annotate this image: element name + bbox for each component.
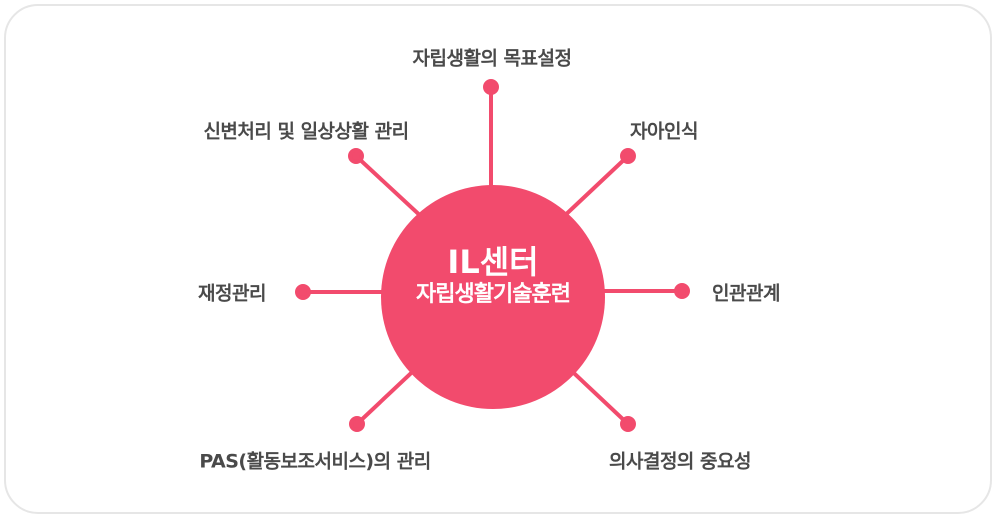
connector-dot	[620, 416, 636, 432]
connector-dot	[674, 283, 690, 299]
connector-dot	[483, 79, 499, 95]
branch-label-self-awareness: 자아인식	[630, 120, 698, 143]
connector-dot	[620, 148, 636, 164]
center-circle	[381, 185, 605, 409]
connector-dot	[295, 284, 311, 300]
branch-label-goal-setting: 자립생활의 목표설정	[412, 47, 572, 70]
branch-label-daily-living: 신변처리 및 일상상활 관리	[203, 120, 409, 143]
connector-line	[558, 154, 630, 222]
connector-dot	[349, 416, 365, 432]
connector-dot	[348, 148, 364, 164]
diagram-frame	[4, 4, 992, 514]
center-node: IL센터 자립생활기술훈련	[381, 185, 605, 409]
center-title: IL센터	[447, 243, 539, 281]
branch-label-relationships: 인관관계	[712, 282, 780, 305]
branch-label-finance: 재정관리	[198, 282, 266, 305]
branch-label-pas-management: PAS(활동보조서비스)의 관리	[199, 450, 431, 473]
branch-label-decision-making: 의사결정의 중요성	[609, 450, 751, 473]
connector-line	[354, 154, 427, 222]
center-subtitle: 자립생활기술훈련	[416, 282, 571, 307]
